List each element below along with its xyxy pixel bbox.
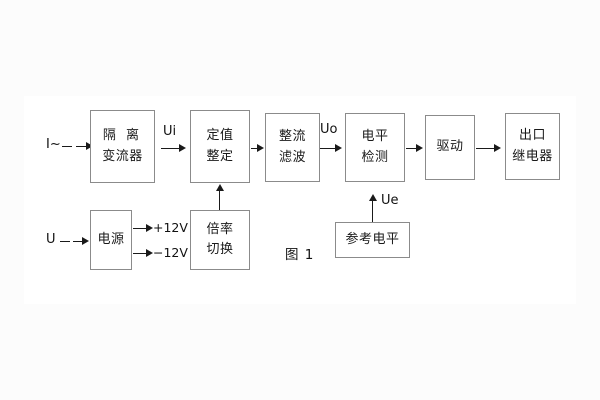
ui-link-line [161, 148, 181, 149]
drive-to-relay-line [476, 148, 496, 149]
block-rectify-filter-line-1: 整流 [278, 129, 306, 145]
ui-link-arrowhead-icon [179, 144, 186, 152]
uo-link-arrowhead-icon [335, 144, 342, 152]
voltage-input-label: U [46, 232, 56, 247]
block-drive-line-1: 驱动 [436, 139, 464, 155]
supply-pos-line [133, 228, 149, 229]
level-to-drive-line [406, 148, 418, 149]
block-isolation-ct[interactable]: 隔 离 变流器 [90, 110, 155, 183]
block-setting-line-2: 整定 [206, 148, 234, 164]
block-power-supply-line-1: 电源 [97, 231, 125, 247]
setting-to-rectify-arrowhead-icon [257, 144, 264, 152]
supply-neg-line [133, 253, 149, 254]
level-to-drive-arrowhead-icon [416, 144, 423, 152]
block-ratio-switch[interactable]: 倍率 切换 [190, 210, 250, 270]
voltage-input-lead [73, 241, 84, 242]
block-rectify-filter[interactable]: 整流 滤波 [265, 113, 320, 182]
block-power-supply[interactable]: 电源 [90, 210, 132, 270]
voltage-input-arrowhead-icon [82, 237, 89, 245]
block-output-relay-line-1: 出口 [518, 128, 546, 144]
current-input-label: I~ [46, 137, 61, 152]
block-setting[interactable]: 定值 整定 [190, 110, 250, 183]
uo-link-line [320, 148, 337, 149]
uo-label: Uo [320, 122, 338, 137]
block-ratio-switch-line-1: 倍率 [206, 221, 234, 237]
figure-caption: 图 1 [285, 247, 315, 263]
setting-to-rectify-line [251, 148, 258, 149]
voltage-input-lead-dash [60, 241, 70, 242]
block-reference-level[interactable]: 参考电平 [335, 222, 410, 258]
ue-arrowhead-icon [369, 194, 377, 201]
current-input-lead-dash [62, 146, 72, 147]
block-level-detect-line-2: 检测 [361, 149, 389, 165]
block-reference-level-line-1: 参考电平 [345, 231, 400, 247]
supply-neg-label: −12V [153, 245, 188, 260]
block-output-relay[interactable]: 出口 继电器 [505, 113, 560, 180]
block-level-detect-line-1: 电平 [361, 129, 389, 145]
block-level-detect[interactable]: 电平 检测 [345, 113, 405, 182]
block-ratio-switch-line-2: 切换 [206, 242, 234, 257]
ratio-to-setting-line [219, 190, 220, 210]
supply-pos-arrowhead-icon [146, 224, 153, 232]
ratio-to-setting-arrowhead-icon [216, 184, 224, 191]
supply-pos-label: +12V [153, 220, 188, 235]
ue-label: Ue [381, 193, 399, 208]
block-setting-line-1: 定值 [206, 128, 234, 144]
current-input-arrowhead-icon [86, 142, 93, 150]
ue-line [372, 200, 373, 222]
block-isolation-ct-line-2: 变流器 [102, 148, 143, 164]
supply-neg-arrowhead-icon [146, 249, 153, 257]
block-output-relay-line-2: 继电器 [512, 148, 553, 164]
block-rectify-filter-line-2: 滤波 [278, 149, 306, 165]
current-input-lead [76, 146, 88, 147]
block-drive[interactable]: 驱动 [425, 115, 475, 180]
drive-to-relay-arrowhead-icon [494, 144, 501, 152]
ui-label: Ui [163, 124, 177, 139]
block-isolation-ct-line-1: 隔 离 [102, 128, 143, 144]
